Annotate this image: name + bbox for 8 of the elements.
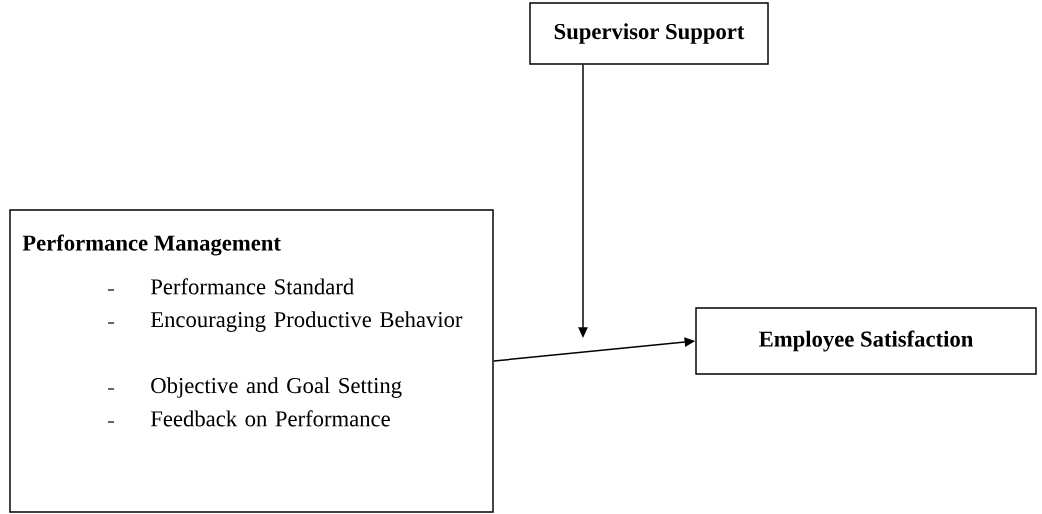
text-box: Supervisor Support <box>529 2 769 65</box>
list-item: Objective and Goal Setting <box>151 377 402 398</box>
text-box <box>9 209 494 513</box>
list-item: Encouraging Productive Behavior <box>150 311 463 332</box>
heading: Performance Management <box>22 234 281 256</box>
list-item: Feedback on Performance <box>150 410 390 427</box>
text-box: Employee Satisfaction <box>695 307 1037 375</box>
list-item: Performance Standard <box>150 278 354 295</box>
